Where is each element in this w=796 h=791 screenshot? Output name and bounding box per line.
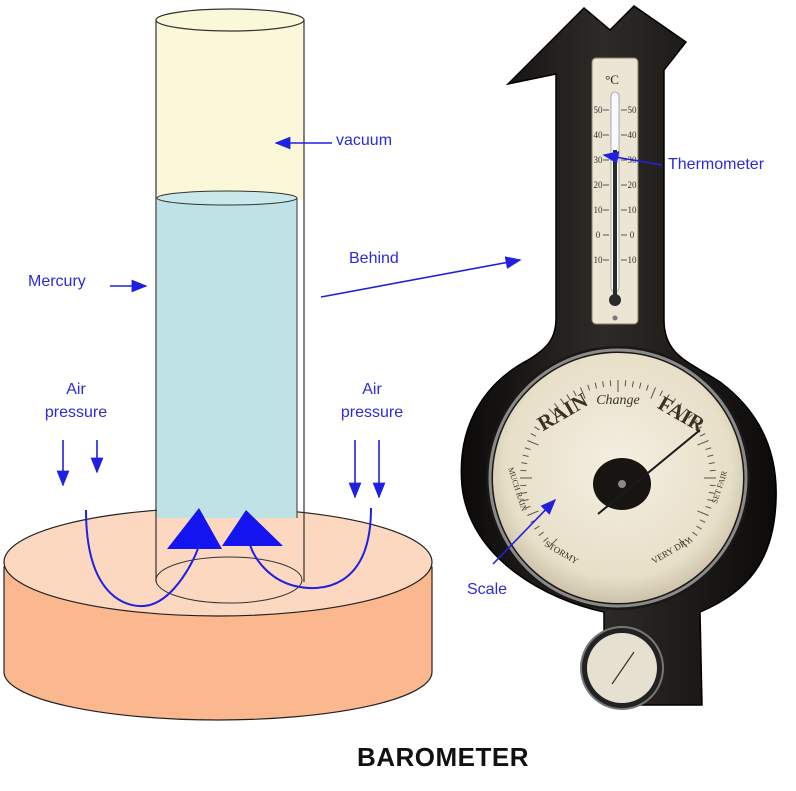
thermometer-tick-label: 10: [594, 205, 604, 215]
mercury-barometer: [4, 9, 520, 720]
thermometer-tick-label: 40: [594, 130, 604, 140]
thermometer-tick-label: 0: [596, 230, 601, 240]
thermometer-tick-label: 30: [594, 155, 604, 165]
air-pressure-right-line1: Air: [332, 378, 412, 401]
thermometer-unit: °C: [605, 72, 619, 87]
dish-top: [4, 508, 432, 616]
mercury-column: [157, 198, 297, 518]
vacuum-section: [156, 20, 304, 200]
mercury-surface: [157, 191, 297, 205]
air-pressure-left-line1: Air: [36, 378, 116, 401]
dial-change-label: Change: [596, 393, 640, 408]
scale-label: Scale: [467, 578, 507, 601]
thermometer-tick-label: 10: [594, 255, 604, 265]
air-pressure-right-label: Air pressure: [332, 378, 412, 424]
vacuum-label: vacuum: [336, 129, 392, 152]
thermometer-tick-label: 0: [630, 230, 635, 240]
thermometer-label: Thermometer: [668, 153, 764, 176]
thermometer-tick-label: 20: [594, 180, 604, 190]
air-pressure-left-line2: pressure: [36, 401, 116, 424]
thermometer-tick-label: 10: [628, 255, 638, 265]
hygrometer-face: [587, 633, 657, 703]
thermometer-tick-label: 20: [628, 180, 638, 190]
thermometer-tick-label: 50: [628, 105, 638, 115]
air-pressure-right-line2: pressure: [332, 401, 412, 424]
air-pressure-left-label: Air pressure: [36, 378, 116, 424]
thermometer-tick-label: 50: [594, 105, 604, 115]
thermometer-tick-label: 40: [628, 130, 638, 140]
thermometer-bulb: [609, 294, 621, 306]
diagram-title: BAROMETER: [0, 742, 796, 773]
behind-label: Behind: [349, 247, 399, 270]
thermometer-liquid: [613, 150, 617, 300]
tube-top: [156, 9, 304, 31]
mercury-label: Mercury: [28, 270, 86, 293]
thermometer-tick-label: 10: [628, 205, 638, 215]
